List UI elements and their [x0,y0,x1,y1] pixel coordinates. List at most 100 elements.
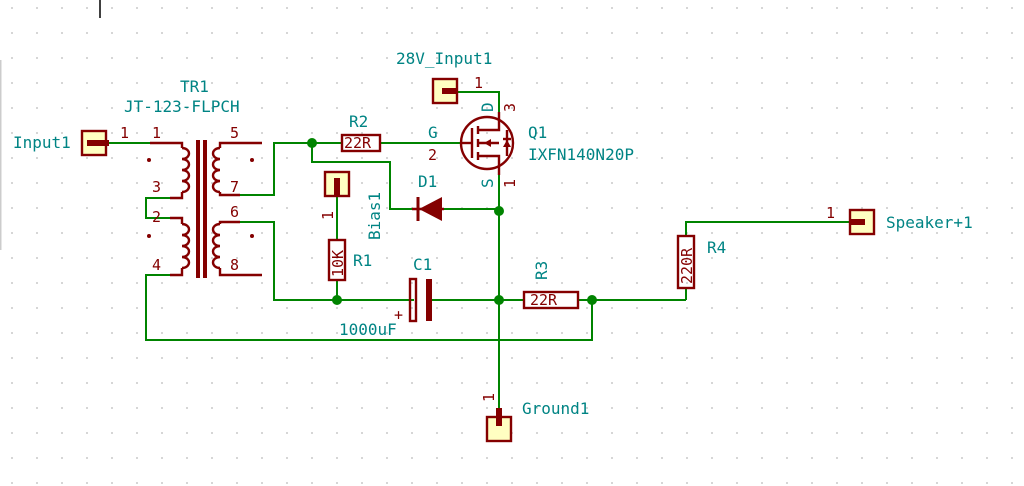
mosfet-drain-label: D [478,102,497,112]
grid-dot [811,82,813,84]
grid-dot [511,107,513,109]
mosfet-source-lead [478,154,501,175]
grid-dot [11,32,13,34]
grid-dot [686,107,688,109]
grid-dot [961,407,963,409]
grid-dot [736,307,738,309]
grid-dot [261,432,263,434]
grid-dot [861,32,863,34]
grid-dot [911,282,913,284]
grid-dot [936,232,938,234]
grid-dot [386,157,388,159]
grid-dot [911,232,913,234]
connector-speaker-label: Speaker+1 [886,213,973,232]
grid-dot [136,282,138,284]
mosfet-q1-outline [459,115,515,171]
grid-dot [111,132,113,134]
connector-supply[interactable]: 28V_Input1 1 [396,49,492,105]
grid-dot [836,257,838,259]
grid-dot [886,32,888,34]
connector-input[interactable]: Input1 1 [13,124,129,157]
grid-dot [861,307,863,309]
transformer-pin-4: 4 [152,256,161,274]
grid-dot [36,57,38,59]
grid-dot [811,332,813,334]
grid-dot [411,282,413,284]
grid-dot [36,107,38,109]
grid-dot [36,207,38,209]
grid-dot [636,107,638,109]
grid-dot [211,107,213,109]
capacitor-c1[interactable]: C1 + 1000uF [339,255,432,339]
grid-dot [561,457,563,459]
grid-dot [986,282,988,284]
grid-dot [86,407,88,409]
grid-dot [461,182,463,184]
grid-dot [836,207,838,209]
resistor-r1[interactable]: 10K R1 [327,238,372,282]
grid-dot [861,7,863,9]
grid-dot [386,307,388,309]
grid-dot [211,207,213,209]
grid-dot [736,32,738,34]
grid-dot [486,382,488,384]
grid-dot [961,57,963,59]
connector-ground-label: Ground1 [522,399,589,418]
grid-dot [336,332,338,334]
grid-dot [211,357,213,359]
grid-dot [486,407,488,409]
grid-dot [811,432,813,434]
grid-dot [461,407,463,409]
grid-dot [411,357,413,359]
grid-dot [436,457,438,459]
grid-dot [86,457,88,459]
grid-dot [386,457,388,459]
grid-dot [586,132,588,134]
grid-dot [636,132,638,134]
grid-dot [486,332,488,334]
grid-dot [961,357,963,359]
resistor-r3-ref: R3 [532,261,551,280]
grid-dot [561,482,563,484]
grid-dot [511,407,513,409]
grid-dot [336,132,338,134]
grid-dot [386,107,388,109]
grid-dot [811,7,813,9]
resistor-r3[interactable]: 22R R3 [522,261,580,310]
grid-dot [136,307,138,309]
grid-dot [161,132,163,134]
grid-dot [61,357,63,359]
resistor-r4-body [676,234,696,290]
grid-dot [911,307,913,309]
grid-dot [36,7,38,9]
mosfet-q1[interactable]: G 2 D 3 S 1 Q1 IXFN140N20P [428,102,634,188]
grid-dot [836,307,838,309]
connector-bias[interactable]: Bias1 1 [319,170,384,240]
resistor-r2[interactable]: 22R R2 [340,112,382,153]
grid-dot [336,107,338,109]
grid-dot [1011,307,1013,309]
wires [109,91,850,408]
grid-dot [36,132,38,134]
grid-dot [711,182,713,184]
diode-d1[interactable]: D1 [412,172,444,221]
grid-dot [36,82,38,84]
grid-dot [636,207,638,209]
connector-ground[interactable]: Ground1 1 [480,393,589,443]
grid-dot [311,132,313,134]
grid-dot [311,257,313,259]
grid-dot [236,32,238,34]
grid-dot [336,82,338,84]
resistor-r4[interactable]: 220R R4 [676,234,726,290]
grid-dot [536,357,538,359]
transformer-tr1[interactable]: TR1 JT-123-FLPCH 1 2 3 4 5 6 7 8 [124,77,262,278]
grid-dot [236,432,238,434]
grid-dot [861,332,863,334]
grid-dot [136,107,138,109]
connector-speaker[interactable]: Speaker+1 1 [826,204,973,236]
grid-dot [936,482,938,484]
transformer-lead-6 [218,220,240,224]
grid-dot [886,282,888,284]
grid-dot [711,157,713,159]
grid-dot [586,307,588,309]
